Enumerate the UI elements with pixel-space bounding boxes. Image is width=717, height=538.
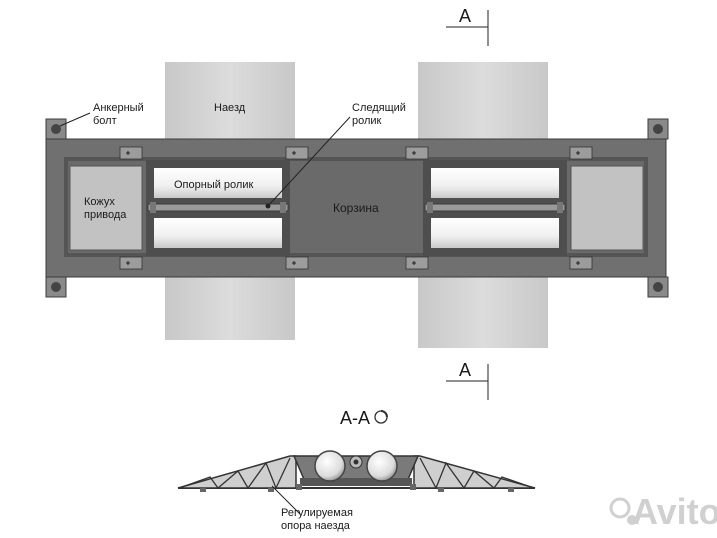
watermark-text: Avito: [632, 491, 717, 532]
right-roller-bay: [423, 160, 567, 256]
label-section-mark-bottom: A: [459, 360, 471, 380]
support-roller-left-top: [154, 168, 282, 198]
label-anchor-bolt-1: Анкерный: [93, 102, 144, 114]
follower-roller-left: [147, 203, 289, 212]
label-basket: Корзина: [333, 201, 379, 215]
follower-roller-right: [424, 203, 566, 212]
label-ramp: Наезд: [214, 102, 246, 114]
label-drive-cover-2: привода: [84, 209, 127, 221]
label-anchor-bolt-2: болт: [93, 115, 117, 127]
drive-cover-left: [69, 165, 143, 251]
drive-cover-right: [570, 165, 644, 251]
label-follower-roller-2: ролик: [352, 115, 382, 127]
label-section-title: A-A: [340, 408, 370, 428]
avito-watermark: Avito: [609, 491, 717, 532]
section-mark-bottom: [446, 364, 489, 400]
section-mark-top: [446, 10, 489, 46]
label-section-mark-top: A: [459, 6, 471, 26]
left-roller-bay: [146, 160, 290, 256]
support-roller-right-top: [431, 168, 559, 198]
leader-lines: [59, 112, 351, 209]
anchor-bolt-plate-bottom-right: [647, 276, 669, 298]
bolt-clamp-marks: [126, 151, 580, 265]
support-roller-left-bottom: [154, 218, 282, 248]
anchor-bolt-plate-top-left: [45, 118, 67, 140]
bolt-clamps: [119, 146, 593, 270]
label-follower-roller-1: Следящий: [352, 102, 406, 114]
anchor-bolt-plate-top-right: [647, 118, 669, 140]
label-adjustable-support-2: опора наезда: [281, 520, 351, 532]
label-support-roller: Опорный ролик: [174, 179, 253, 191]
anchor-bolt-plate-bottom-left: [45, 276, 67, 298]
label-drive-cover-1: Кожух: [84, 196, 115, 208]
label-adjustable-support-1: Регулируемая: [281, 507, 353, 519]
section-aa-view: [177, 410, 536, 515]
support-roller-right-bottom: [431, 218, 559, 248]
